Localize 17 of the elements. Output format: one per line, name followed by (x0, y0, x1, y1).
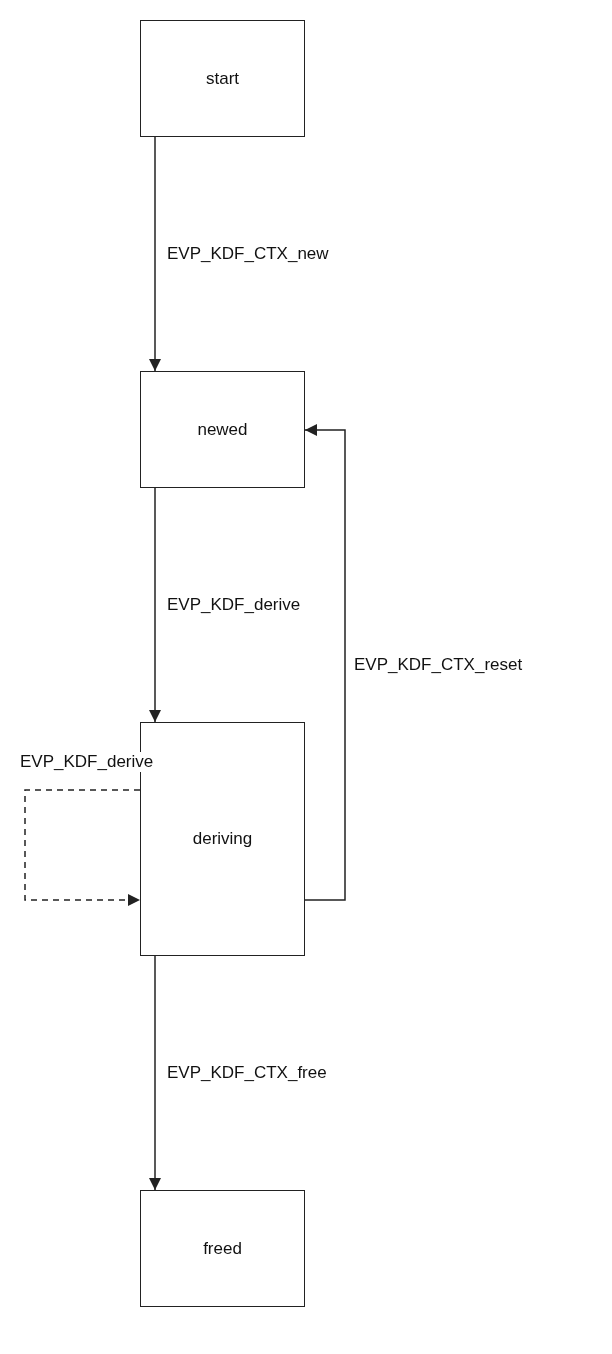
edge-label: EVP_KDF_CTX_reset (352, 655, 525, 675)
arrow (304, 424, 346, 901)
state-name: freed (203, 1238, 242, 1259)
state-name: newed (197, 419, 248, 440)
state-name: deriving (192, 829, 253, 849)
arrow (24, 789, 141, 906)
state-box (140, 371, 305, 488)
arrow (149, 955, 161, 1191)
edge-label: EVP_KDF_CTX_new (165, 244, 331, 264)
arrow (149, 487, 161, 723)
state-box (140, 20, 305, 137)
edge-label: EVP_KDF_derive (18, 752, 156, 772)
state-box (140, 1190, 305, 1307)
arrow (149, 136, 161, 372)
edge-label: EVP_KDF_CTX_free (165, 1063, 329, 1083)
edge-label: EVP_KDF_derive (165, 595, 303, 615)
state-name: start (205, 68, 240, 89)
